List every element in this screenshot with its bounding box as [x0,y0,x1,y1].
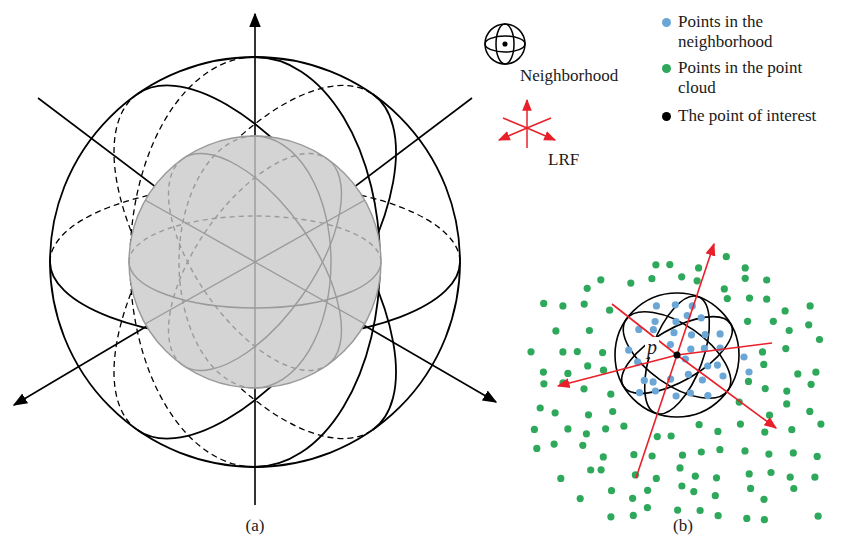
legend-swatch [662,64,671,73]
inner-sphere [129,126,381,399]
outer-sphere [50,40,460,485]
neighborhood-sphere [609,288,745,422]
legend-text: The point of interest [678,106,843,126]
legend-text: Neighborhood [520,66,650,86]
neighborhood-points [625,301,753,399]
point-of-interest [674,352,681,359]
label-text: (b) [673,516,693,536]
legend-text: Points in the point cloud [678,58,843,99]
lrf-axes [558,244,776,478]
label-text: p [645,337,659,357]
legend-text: LRF [548,150,608,170]
point-cloud [527,253,824,523]
lrf-icon [499,100,555,148]
label-text: (a) [246,516,265,536]
neighborhood-icon [485,24,525,64]
legend-swatch [662,112,671,121]
axes [14,14,496,505]
legend-text: Points in the neighborhood [678,12,843,53]
legend-swatch [662,18,671,27]
